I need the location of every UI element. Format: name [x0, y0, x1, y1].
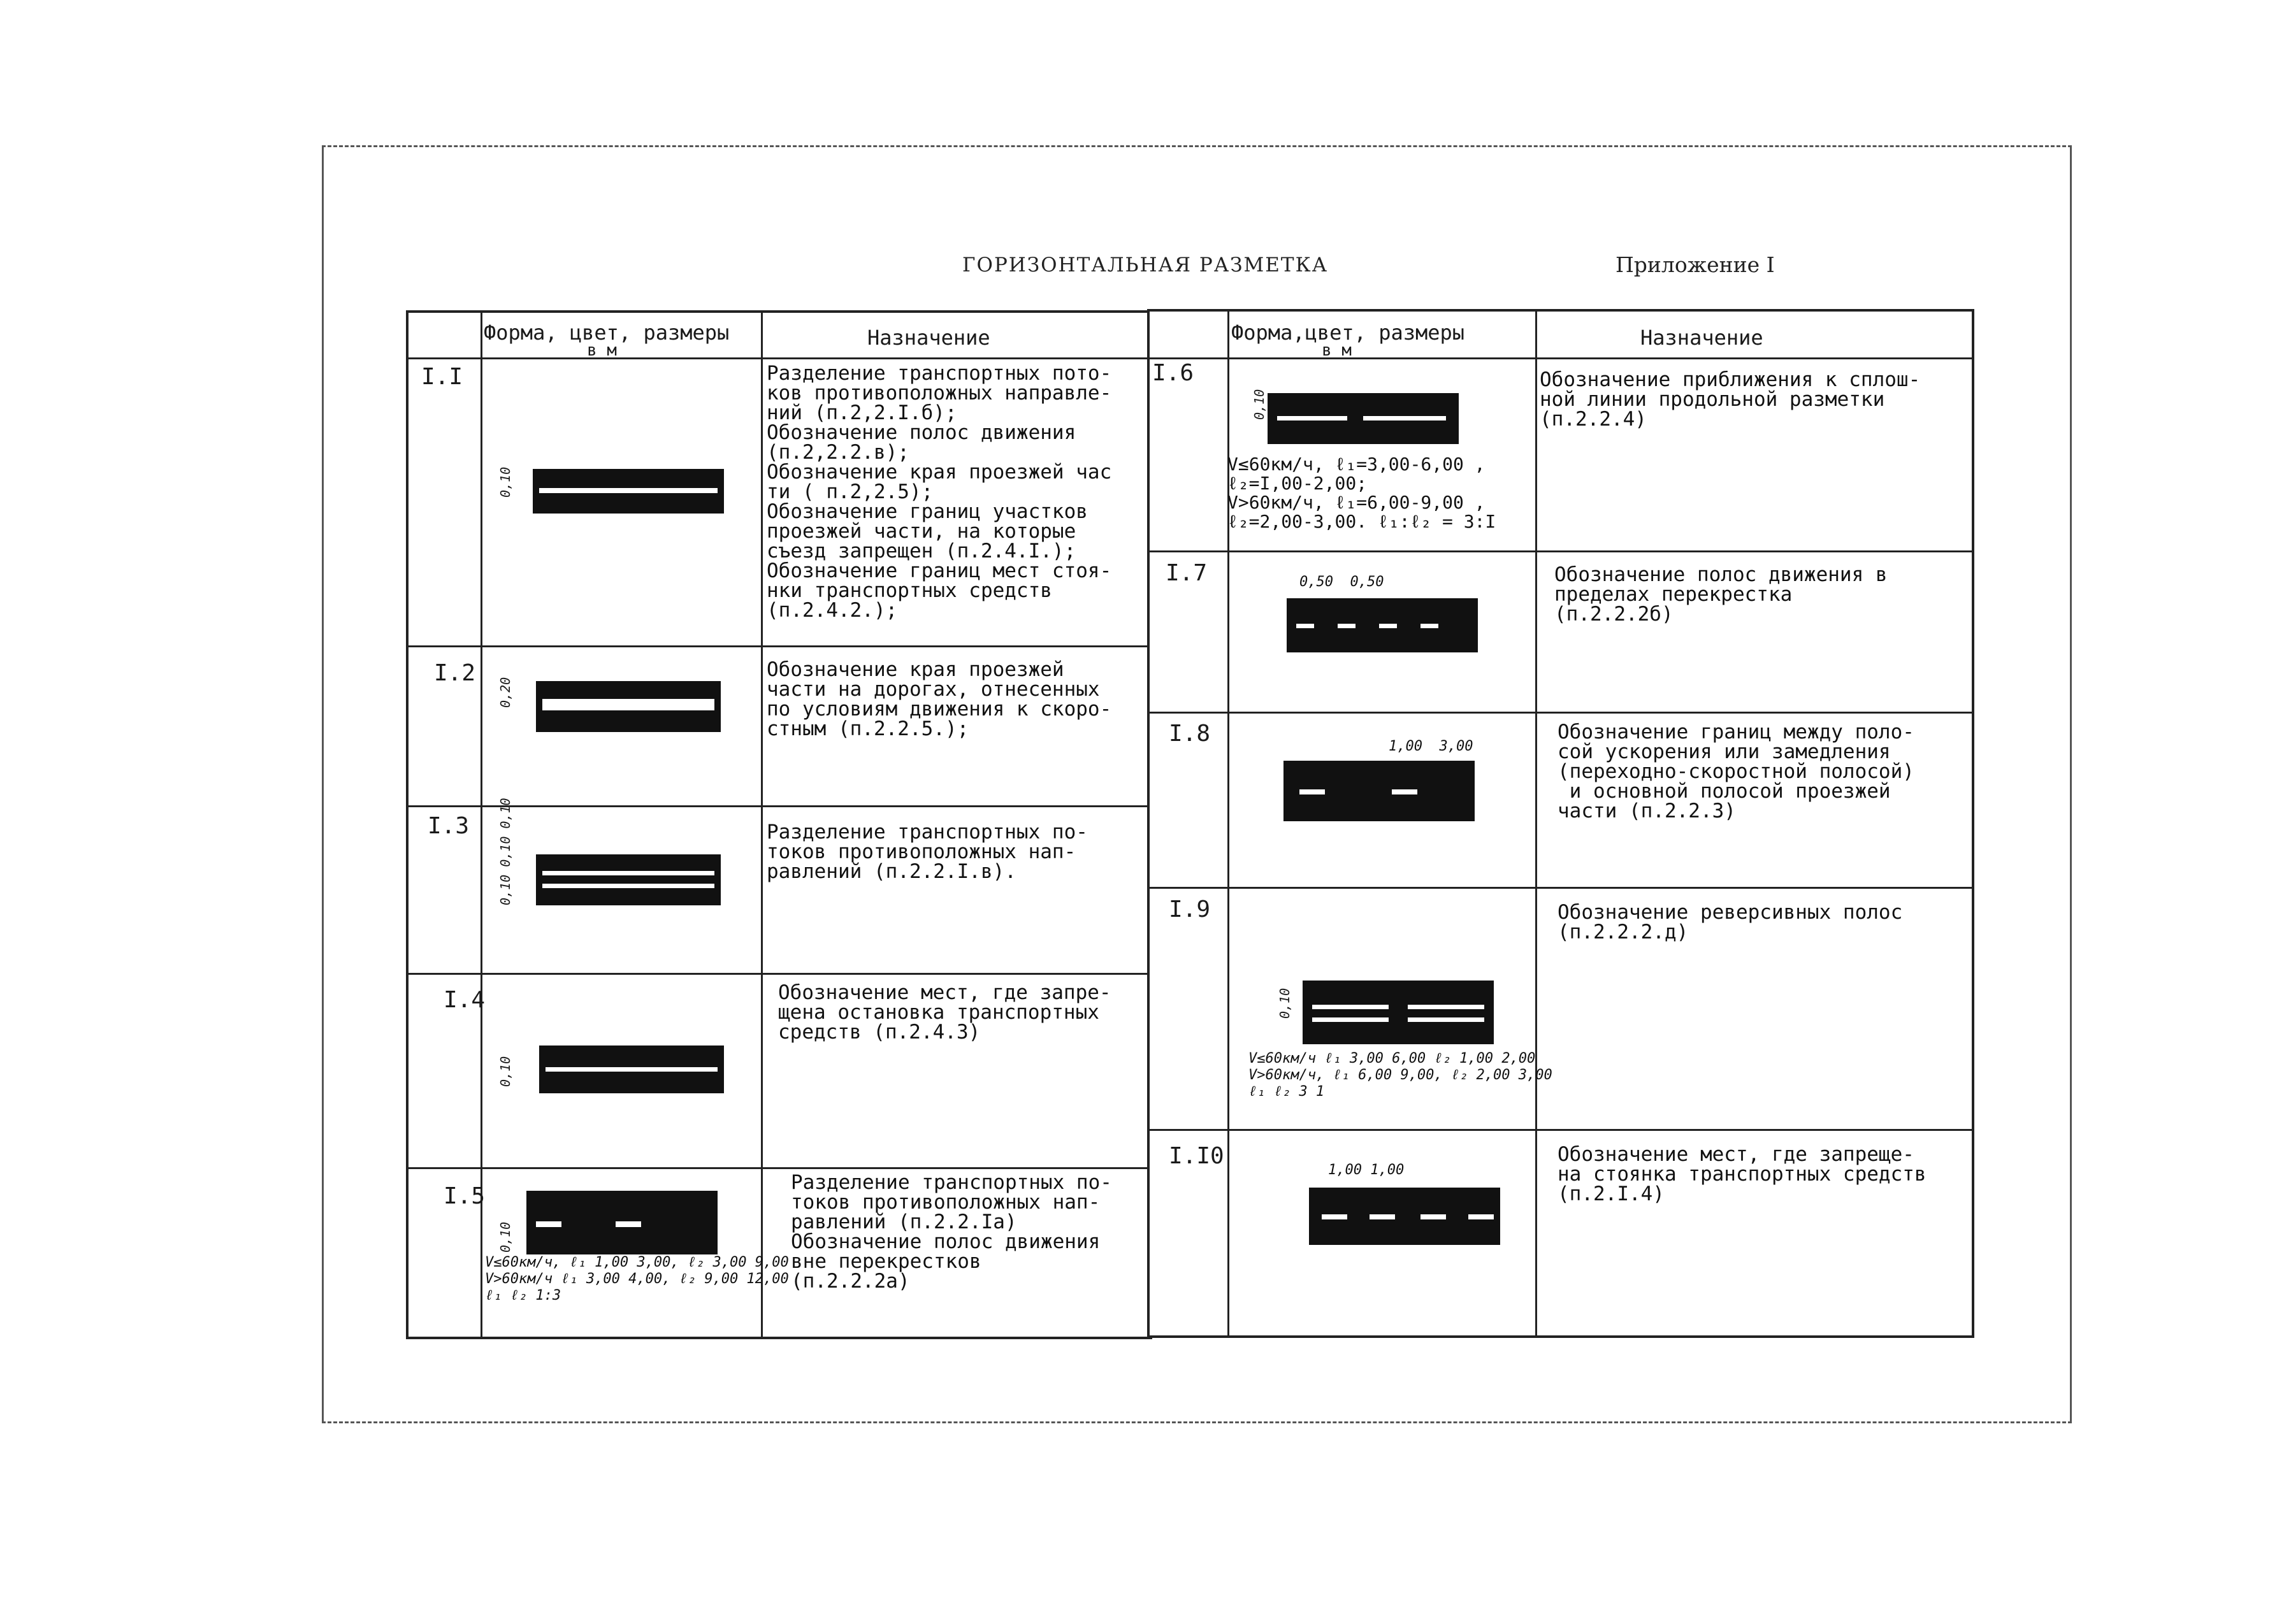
- dim-label-top: 1,00 3,00: [1389, 738, 1473, 754]
- marking-sketch-accel-lane: [1283, 761, 1475, 821]
- speed-formula: V≤60км/ч, ℓ₁ 1,00 3,00, ℓ₂ 3,00 9,00 V>6…: [485, 1254, 789, 1304]
- row-number: I.9: [1169, 896, 1211, 923]
- marking-sketch-intersection: [1287, 598, 1478, 652]
- purpose-text: Обозначение края проезжей части на дорог…: [767, 658, 1112, 740]
- row-number: I.I0: [1169, 1143, 1224, 1169]
- purpose-text: Разделение транспортных по- токов против…: [791, 1171, 1112, 1293]
- right-form-header: Форма,цвет, размеры: [1231, 320, 1465, 345]
- document-title: ГОРИЗОНТАЛЬНАЯ РАЗМЕТКА: [962, 254, 1329, 277]
- marking-sketch-wide: [536, 681, 721, 732]
- row-number: I.2: [434, 660, 476, 686]
- purpose-text: Разделение транспортных пото- ков против…: [767, 362, 1112, 622]
- dim-label: 0,10: [498, 1056, 513, 1087]
- row-number: I.3: [428, 813, 470, 839]
- marking-sketch-no-parking: [1309, 1188, 1500, 1245]
- dim-label: 0,10: [1277, 988, 1292, 1019]
- dim-label: 0,10 0,10 0,10: [498, 798, 513, 905]
- marking-sketch-solid: [533, 469, 724, 514]
- purpose-text: Обозначение полос движения в пределах пе…: [1554, 563, 1888, 626]
- purpose-text: Разделение транспортных по- токов против…: [767, 821, 1088, 883]
- row-number: I.I: [421, 364, 463, 390]
- left-form-header: Форма, цвет, размеры: [484, 320, 730, 345]
- marking-sketch-approach: [1268, 393, 1459, 444]
- dim-label: 0,10: [1252, 389, 1267, 420]
- speed-formula: V≤60км/ч ℓ₁ 3,00 6,00 ℓ₂ 1,00 2,00 V>60к…: [1248, 1051, 1552, 1100]
- purpose-text: Обозначение приближения к сплош- ной лин…: [1540, 368, 1921, 431]
- left-table: Форма, цвет, размеры в м Назначение I.I …: [406, 310, 1152, 1339]
- marking-sketch-yellow: [539, 1046, 724, 1093]
- appendix-label: Приложение I: [1616, 252, 1775, 277]
- row-number: I.5: [444, 1183, 486, 1209]
- dim-label-top: 1,00 1,00: [1328, 1162, 1405, 1178]
- purpose-text: Обозначение мест, где запреще- на стоянк…: [1558, 1143, 1927, 1205]
- dim-label-top: 0,50 0,50: [1299, 574, 1384, 590]
- purpose-text: Обозначение реверсивных полос (п.2.2.2.д…: [1558, 901, 1903, 944]
- dim-label: 0,20: [498, 677, 513, 708]
- row-number: I.8: [1169, 721, 1211, 747]
- marking-sketch-reversible: [1303, 981, 1494, 1044]
- row-number: I.7: [1166, 560, 1208, 586]
- dim-label: 0,10: [498, 466, 513, 498]
- dim-label: 0,10: [498, 1221, 513, 1253]
- page-frame: [322, 145, 2072, 1423]
- purpose-text: Обозначение границ между поло- сой ускор…: [1558, 721, 1914, 823]
- left-purpose-header: Назначение: [867, 326, 990, 350]
- marking-sketch-double: [536, 854, 721, 905]
- right-table: Форма,цвет, размеры в м Назначение I.6 0…: [1147, 309, 1974, 1338]
- left-units-header: в м: [587, 341, 617, 360]
- speed-formula: V≤60км/ч, ℓ₁=3,00-6,00 , ℓ₂=I,00-2,00; V…: [1227, 454, 1496, 532]
- right-purpose-header: Назначение: [1640, 326, 1763, 350]
- row-number: I.4: [444, 987, 486, 1013]
- marking-sketch-broken: [526, 1191, 718, 1254]
- row-number: I.6: [1152, 360, 1194, 386]
- purpose-text: Обозначение мест, где запре- щена остано…: [778, 981, 1111, 1044]
- right-units-header: в м: [1322, 341, 1352, 360]
